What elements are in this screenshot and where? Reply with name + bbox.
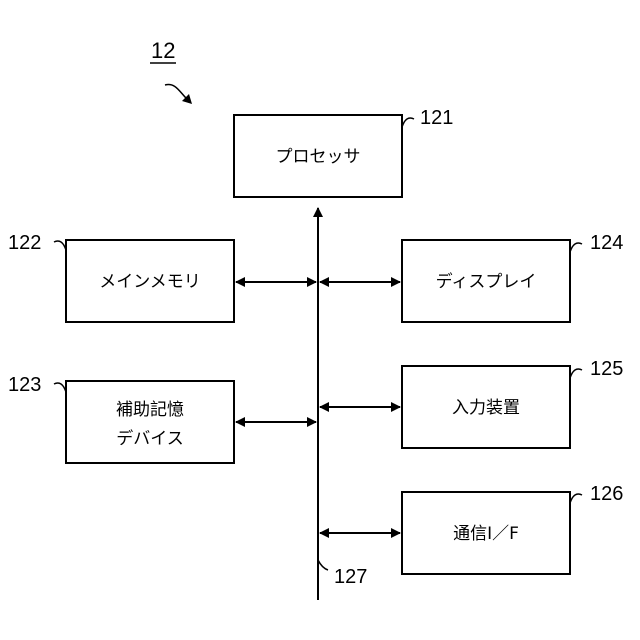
aux-storage-box [66, 381, 234, 463]
processor-leader-line [402, 118, 414, 127]
aux-storage-label-line1: 補助記憶 [116, 400, 184, 420]
input-device-ref-label: 125 [590, 358, 623, 380]
input-device-label: 入力装置 [452, 398, 520, 418]
aux-storage-block: 補助記憶 デバイス 123 [8, 374, 316, 463]
main-memory-leader-line [54, 241, 66, 250]
aux-storage-leader-line [54, 383, 66, 392]
aux-storage-ref-label: 123 [8, 374, 41, 396]
display-label: ディスプレイ [436, 271, 537, 292]
comm-if-block: 通信I／F 126 [320, 483, 623, 574]
comm-if-label: 通信I／F [453, 524, 519, 544]
processor-block: プロセッサ 121 [234, 107, 453, 197]
input-device-leader-line [570, 369, 582, 378]
main-memory-ref-label: 122 [8, 232, 41, 254]
figure-reference: 12 [150, 38, 192, 104]
input-device-block: 入力装置 125 [320, 358, 623, 448]
main-memory-label: メインメモリ [99, 272, 201, 292]
figure-ref-number: 12 [151, 38, 175, 63]
bus-leader-line [318, 560, 328, 570]
processor-ref-label: 121 [420, 107, 453, 129]
comm-if-ref-label: 126 [590, 483, 623, 505]
display-leader-line [570, 243, 582, 252]
display-block: ディスプレイ 124 [320, 232, 623, 322]
main-memory-block: メインメモリ 122 [8, 232, 316, 322]
bus-ref-label: 127 [334, 566, 367, 588]
comm-if-leader-line [570, 494, 582, 503]
system-bus: 127 [318, 208, 367, 600]
display-ref-label: 124 [590, 232, 623, 254]
processor-label: プロセッサ [276, 147, 361, 167]
aux-storage-label-line2: デバイス [116, 428, 184, 449]
figure-ref-arrow [165, 84, 188, 100]
